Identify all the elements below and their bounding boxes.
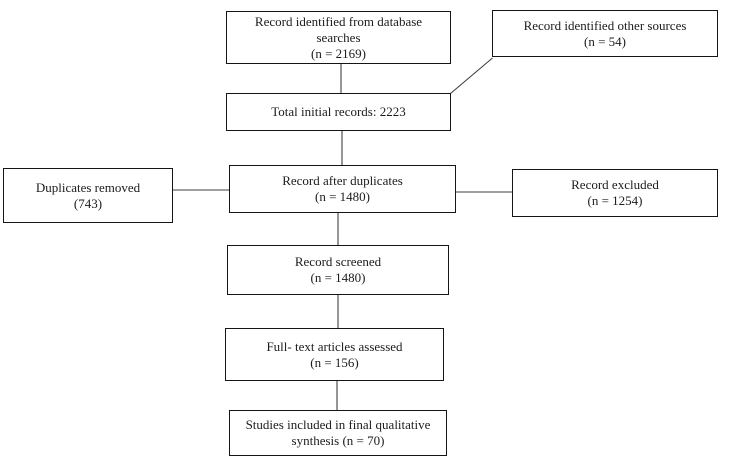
- box-line: Record after duplicates: [282, 173, 403, 188]
- box-line: Full- text articles assessed: [266, 338, 403, 354]
- box-line: synthesis (n = 70): [291, 433, 385, 448]
- box-total-initial-records: Total initial records: 2223: [226, 93, 451, 131]
- box-records-after-duplicates: Record after duplicates (n = 1480): [229, 165, 456, 213]
- box-line: (n = 1480): [310, 270, 366, 285]
- box-records-database: Record identified from database searches…: [226, 11, 451, 64]
- box-line: (n = 54): [584, 33, 626, 49]
- box-duplicates-removed: Duplicates removed (743): [3, 168, 173, 223]
- box-records-excluded: Record excluded (n = 1254): [512, 169, 718, 217]
- box-line: (n = 156): [310, 354, 359, 370]
- box-line: Record screened: [294, 254, 382, 269]
- box-line: Total initial records: 2223: [271, 104, 406, 119]
- box-line: (743): [73, 195, 103, 211]
- box-line: Studies included in final qualitative: [245, 417, 431, 432]
- box-line: Record identified from database: [254, 13, 423, 29]
- box-records-other-sources: Record identified other sources (n = 54): [492, 10, 718, 57]
- box-line: (n = 1480): [315, 189, 370, 204]
- box-line: Duplicates removed: [35, 179, 141, 195]
- box-line: searches: [316, 29, 361, 45]
- box-line: (n = 2169): [311, 45, 366, 61]
- box-line: Record excluded: [571, 177, 659, 192]
- connector-othersources-to-total: [450, 57, 493, 94]
- box-fulltext-assessed: Full- text articles assessed (n = 156): [225, 328, 444, 381]
- box-line: Record identified other sources: [523, 17, 687, 33]
- box-records-screened: Record screened (n = 1480): [227, 245, 449, 295]
- box-studies-included: Studies included in final qualitative sy…: [229, 410, 447, 456]
- box-line: (n = 1254): [587, 193, 643, 208]
